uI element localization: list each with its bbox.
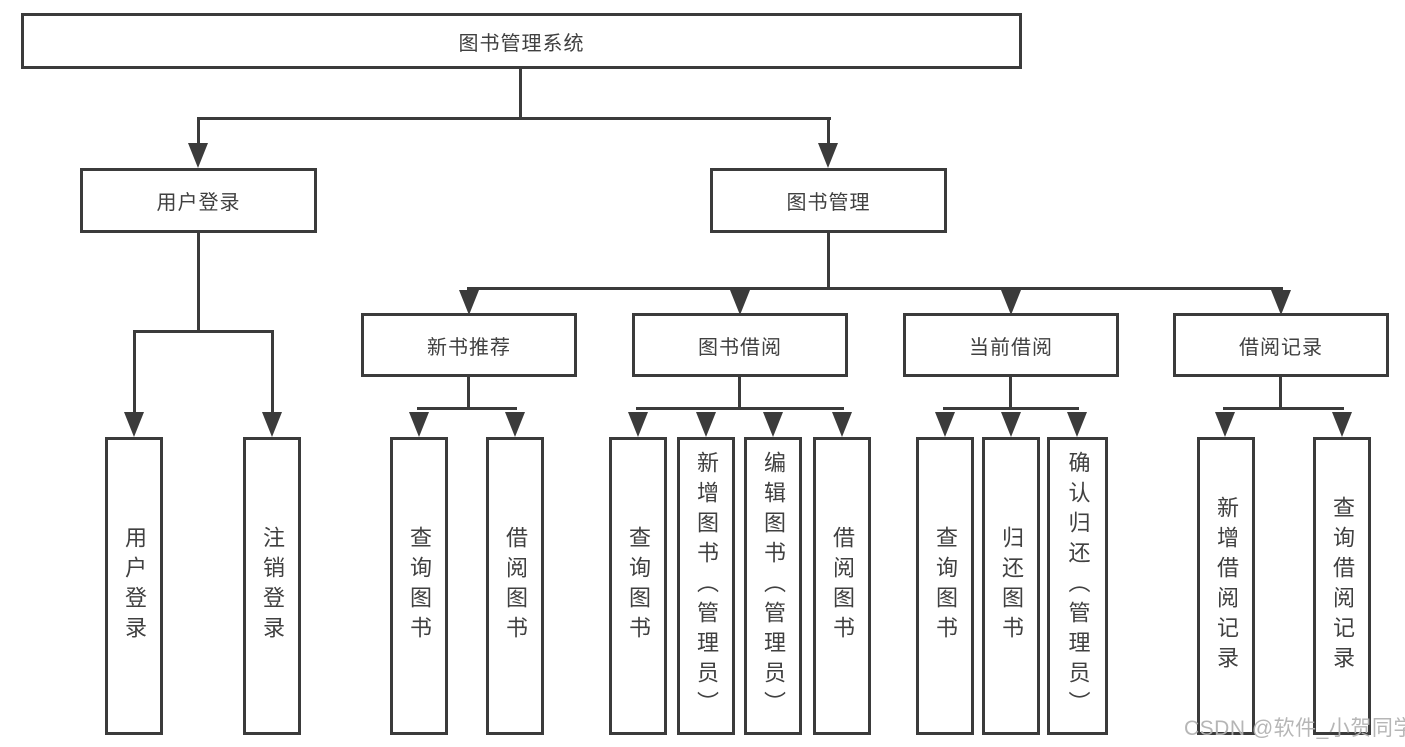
connector-line <box>1279 375 1282 410</box>
arrow-down-icon <box>124 412 144 437</box>
connector-line <box>417 407 517 410</box>
leaf-return-books: 归还图书 <box>982 437 1040 735</box>
node-current-borrowing: 当前借阅 <box>903 313 1119 377</box>
node-borrowing-records: 借阅记录 <box>1173 313 1389 377</box>
connector-line <box>197 231 200 333</box>
arrow-down-icon <box>1001 290 1021 315</box>
arrow-down-icon <box>935 412 955 437</box>
arrow-down-icon <box>1332 412 1352 437</box>
node-book-management: 图书管理 <box>710 168 947 233</box>
arrow-down-icon <box>262 412 282 437</box>
leaf-search-books-borrowing: 查询图书 <box>609 437 667 735</box>
arrow-down-icon <box>1215 412 1235 437</box>
connector-line <box>1009 375 1012 410</box>
arrow-down-icon <box>459 290 479 315</box>
leaf-add-borrow-record: 新增借阅记录 <box>1197 437 1255 735</box>
connector-line <box>467 287 1283 290</box>
arrow-down-icon <box>1067 412 1087 437</box>
leaf-logout: 注销登录 <box>243 437 301 735</box>
arrow-down-icon <box>188 143 208 168</box>
connector-line <box>827 231 830 290</box>
connector-line <box>467 375 470 410</box>
leaf-borrow-books-borrowing: 借阅图书 <box>813 437 871 735</box>
arrow-down-icon <box>1271 290 1291 315</box>
arrow-down-icon <box>818 143 838 168</box>
leaf-search-borrow-record: 查询借阅记录 <box>1313 437 1371 735</box>
node-user-login: 用户登录 <box>80 168 317 233</box>
arrow-down-icon <box>505 412 525 437</box>
connector-line <box>738 375 741 410</box>
connector-line <box>133 330 274 333</box>
arrow-down-icon <box>409 412 429 437</box>
leaf-search-books-current: 查询图书 <box>916 437 974 735</box>
connector-line <box>271 332 274 415</box>
leaf-add-books-admin: 新增图书（管理员） <box>677 437 735 735</box>
node-new-book-recommendation: 新书推荐 <box>361 313 577 377</box>
leaf-confirm-return-admin: 确认归还（管理员） <box>1047 437 1108 735</box>
node-library-management-system: 图书管理系统 <box>21 13 1022 69</box>
connector-line <box>636 407 844 410</box>
arrow-down-icon <box>832 412 852 437</box>
connector-line <box>827 119 830 146</box>
arrow-down-icon <box>696 412 716 437</box>
csdn-watermark: CSDN @软件_小贺同学 <box>1184 717 1405 740</box>
connector-line <box>197 119 200 146</box>
connector-line <box>943 407 1079 410</box>
leaf-search-books-recommend: 查询图书 <box>390 437 448 735</box>
arrow-down-icon <box>763 412 783 437</box>
leaf-borrow-books-recommend: 借阅图书 <box>486 437 544 735</box>
node-book-borrowing: 图书借阅 <box>632 313 848 377</box>
connector-line <box>1223 407 1344 410</box>
connector-line <box>519 69 522 120</box>
arrow-down-icon <box>730 290 750 315</box>
leaf-user-login: 用户登录 <box>105 437 163 735</box>
arrow-down-icon <box>628 412 648 437</box>
connector-line <box>133 332 136 415</box>
connector-line <box>197 117 831 120</box>
arrow-down-icon <box>1001 412 1021 437</box>
leaf-edit-books-admin: 编辑图书（管理员） <box>744 437 802 735</box>
